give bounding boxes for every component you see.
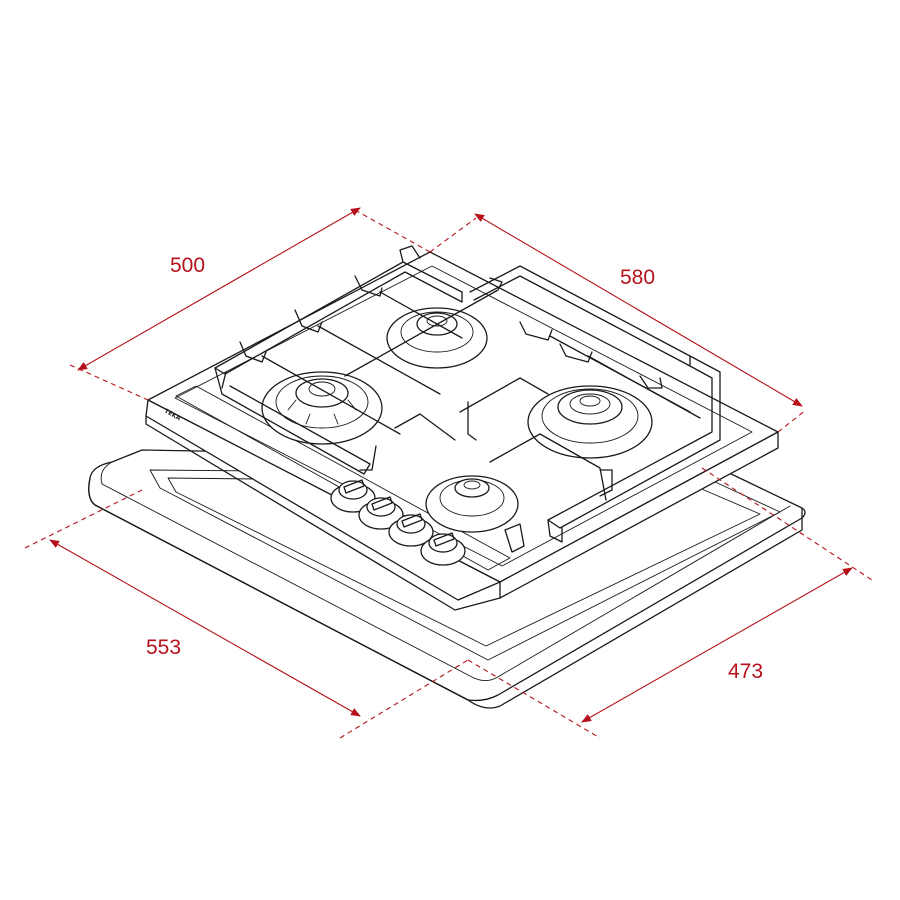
dimension-label-580: 580 [620,266,655,289]
knob-2 [358,496,404,530]
knob-1 [330,479,376,513]
burner-back-left [386,307,488,369]
dimension-line-500 [77,207,361,371]
knob-3 [388,513,434,547]
dimension-line-580 [474,213,803,407]
burner-wok-right [527,385,653,459]
knob-4 [420,532,466,566]
dimension-line-553 [49,539,361,717]
burner-front-left [261,371,383,445]
extension-lines [24,209,873,739]
dimension-label-473: 473 [728,660,763,683]
dimension-lines [49,207,853,723]
burner-front-right [425,475,519,533]
dimension-label-553: 553 [146,636,181,659]
dimension-line-473 [581,567,853,723]
dimension-label-500: 500 [170,254,205,277]
control-knobs [330,479,466,566]
